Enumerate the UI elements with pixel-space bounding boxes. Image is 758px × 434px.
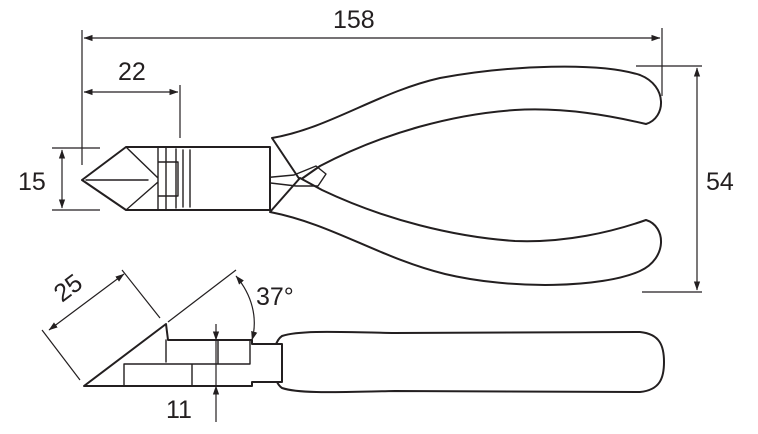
dim-jaw-width: 15 (18, 147, 100, 211)
handle-span-label: 54 (706, 168, 734, 196)
dim-handle-span: 54 (636, 65, 734, 293)
top-view (81, 65, 662, 286)
lower-handle (269, 177, 662, 286)
jaw-width-label: 15 (18, 168, 46, 196)
side-view (83, 323, 665, 394)
jaw-detail (85, 146, 191, 211)
blade-angle-label: 37° (256, 283, 294, 311)
head-length-label: 22 (118, 58, 146, 86)
dim-overall-length: 158 (81, 6, 663, 165)
blade-length-label: 25 (49, 269, 88, 308)
head-thickness-label: 11 (166, 396, 192, 424)
side-head-detail (123, 339, 251, 387)
dim-head-thickness: 11 (166, 324, 220, 424)
overall-length-label: 158 (333, 6, 375, 34)
dim-head-length: 22 (83, 58, 181, 138)
side-head (83, 323, 283, 387)
upper-handle (271, 65, 662, 181)
side-handle (272, 330, 665, 394)
dim-blade-angle: 37° (167, 269, 294, 341)
